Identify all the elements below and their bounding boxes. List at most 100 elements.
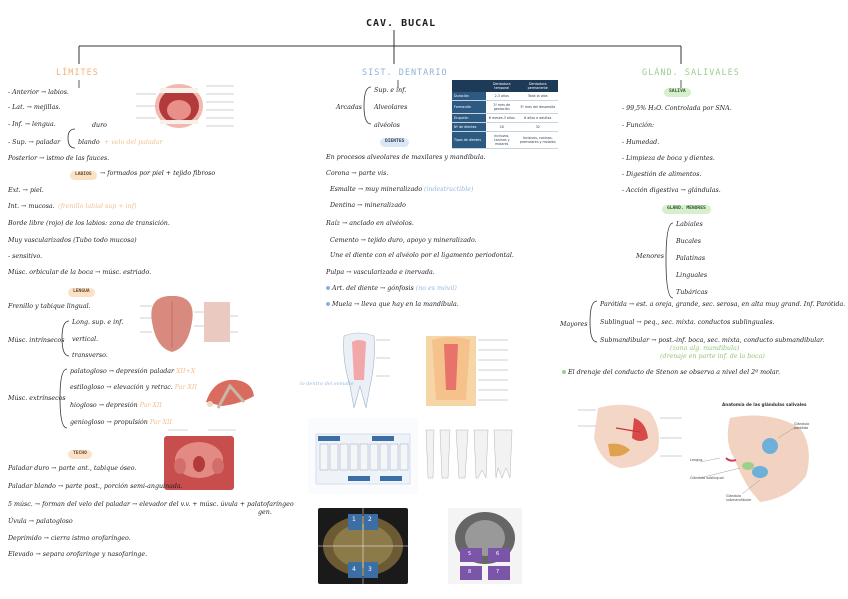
techo-line: Úvula → palatogloso: [8, 518, 73, 525]
extrinsecos-label: Músc. extrínsecos: [8, 395, 66, 402]
labios-line: Borde libre (rojo) de los labios: zona d…: [8, 220, 170, 227]
techo-gen-note: gen.: [258, 509, 272, 516]
menores-item: Labiales: [676, 221, 703, 228]
labios-line: Muy vascularizados (Tubo todo mucosa): [8, 237, 137, 244]
quadrant-label: 7: [496, 569, 500, 575]
brace-arcadas: [363, 86, 372, 125]
quadrant-label: 2: [368, 516, 372, 523]
stenon-note: El drenaje del conducto de Stenon se obs…: [562, 369, 780, 376]
blando-note: + velo del paladar: [104, 139, 163, 146]
section-glandulas-heading: GLÁND. SALIVALES: [642, 68, 740, 78]
lengua-pill: LENGUA: [68, 288, 95, 297]
arcadas-label: Arcadas: [336, 104, 362, 111]
teeth-row-image: [420, 424, 524, 484]
menores-item: Tubáricas: [676, 289, 708, 296]
dientes-line: Corona → parte vis.: [326, 170, 389, 177]
intrinseco-item: Long. sup. e inf.: [72, 319, 124, 326]
gland-label: Glándula sublingual: [690, 476, 724, 480]
saliva-line: - Limpieza de boca y dientes.: [622, 155, 715, 162]
throat-image: [158, 426, 240, 492]
tooth-detail-image: [422, 330, 508, 410]
esmalte-note: (indestructible): [424, 186, 474, 193]
mayores-label: Mayores: [560, 321, 588, 328]
menores-label: Menores: [636, 253, 664, 260]
paladar-duro: duro: [92, 122, 107, 129]
arcada-item: Sup. e inf.: [374, 87, 407, 94]
dientes-line: Une el diente con el alvéolo por el liga…: [330, 252, 514, 259]
dientes-line: Esmalte → muy mineralizado: [330, 186, 423, 193]
page-title: CAV. BUCAL: [366, 18, 437, 29]
menores-pill: GLÁND. MENORES: [662, 205, 711, 214]
tooth-note: lo dentro del esmalte: [300, 381, 354, 387]
dientes-pill: DIENTES: [380, 138, 410, 147]
intrinseco-item: vertical.: [72, 336, 99, 343]
gland-label: Glándula parótida: [794, 422, 810, 430]
techo-line: Deprimido → cierra istmo orofaríngeo.: [8, 535, 131, 542]
menores-item: Bucales: [676, 238, 701, 245]
arcada-item: Alveolares: [374, 104, 408, 111]
brace-paladar: [67, 128, 76, 149]
limit-posterior: Posterior → istmo de las fauces.: [8, 155, 110, 162]
mayores-item: Submandibular → post.-inf. boca, sec. mi…: [600, 337, 825, 344]
extrinseco-item: geniogloso → propulsión Par XII: [70, 419, 173, 426]
menores-item: Linguales: [676, 272, 708, 279]
quadrant-label: 8: [468, 569, 472, 575]
bullet-dot: [326, 286, 330, 290]
labios-line: - sensitivo.: [8, 253, 43, 260]
brace-extrinsecos: [59, 368, 68, 429]
frenillo-lingual: Frenillo y tabique lingual.: [8, 303, 91, 310]
limit-item: - Lat. → mejillas.: [8, 104, 61, 111]
table-header: Dentadura temporal: [486, 80, 518, 92]
tooth-section-image: [328, 330, 390, 410]
musculo-orbicular: Músc. orbicular de la boca → músc. estri…: [8, 269, 152, 276]
salivary-anatomy-image: Anatomía de las glándulas salivales Glán…: [690, 398, 840, 506]
dientes-line: Raíz → anclado en alvéolos.: [326, 220, 414, 227]
submand-note: (zona alg. mandíbula): [670, 345, 740, 352]
bullet-dot: [326, 302, 330, 306]
dientes-line: Pulpa → vascularizada e inervada.: [326, 269, 435, 276]
brace-menores: [665, 222, 674, 299]
labios-line: Ext. → piel.: [8, 187, 44, 194]
oral-cavity-image: [134, 76, 236, 136]
saliva-line: - Función:: [622, 122, 655, 129]
paladar-blando: blando: [78, 139, 100, 146]
saliva-pill: SALIVA: [664, 88, 691, 97]
gland-label: Lengua: [690, 458, 703, 462]
gland-label: Glándula submandibular: [726, 494, 752, 502]
saliva-line: - Acción digestiva → glándulas.: [622, 187, 721, 194]
mayores-item: Sublingual → peq., sec. mixta. conductos…: [600, 319, 775, 326]
dental-quadrant-image-b: 5 6 8 7: [448, 508, 522, 584]
dientes-line: En procesos alveolares de maxilares y ma…: [326, 154, 486, 161]
techo-line: Paladar duro → parte ant., tabique óseo.: [8, 465, 137, 472]
techo-line: Paladar blando → parte post., porción se…: [8, 483, 183, 490]
dientes-line: Art. del diente → gónfosis (no es móvil): [326, 285, 457, 292]
saliva-line: - Humedad.: [622, 139, 660, 146]
labios-int-note: (frenillo labial sup + inf): [58, 203, 137, 210]
limit-item: - Sup. → paladar: [8, 139, 61, 146]
techo-pill: TECHO: [68, 450, 92, 459]
extrinseco-item: hiogloso → depresión Par XII: [70, 402, 162, 409]
table-header: [452, 80, 486, 92]
dientes-line: Cemento → tejido duro, apoyo y mineraliz…: [330, 237, 477, 244]
intrinsecos-label: Músc. intrínsecos: [8, 337, 65, 344]
dental-quadrant-image: 1 2 4 3: [318, 508, 408, 584]
section-dentario-heading: SIST. DENTARIO: [362, 68, 448, 78]
quadrant-label: 4: [352, 566, 356, 573]
mayores-item: Parótida → est. a oreja, grande, sec. se…: [600, 301, 846, 308]
limit-item: - Anterior → labios.: [8, 89, 69, 96]
arcada-item: alvéolos: [374, 122, 400, 129]
tongue-image: [138, 292, 238, 356]
quadrant-label: 3: [368, 566, 372, 573]
extrinseco-item: palatogloso → depresión paladar XII+X: [70, 368, 196, 375]
techo-line: 5 músc. → forman del velo del paladar → …: [8, 501, 294, 508]
labios-text: → formados por piel + tejido fibroso: [100, 170, 216, 177]
tongue-muscles-image: [200, 372, 260, 412]
quadrant-label: 5: [468, 551, 472, 557]
bullet-dot: [562, 370, 566, 374]
face-glands-image: [578, 398, 682, 472]
quadrant-label: 6: [496, 551, 500, 557]
